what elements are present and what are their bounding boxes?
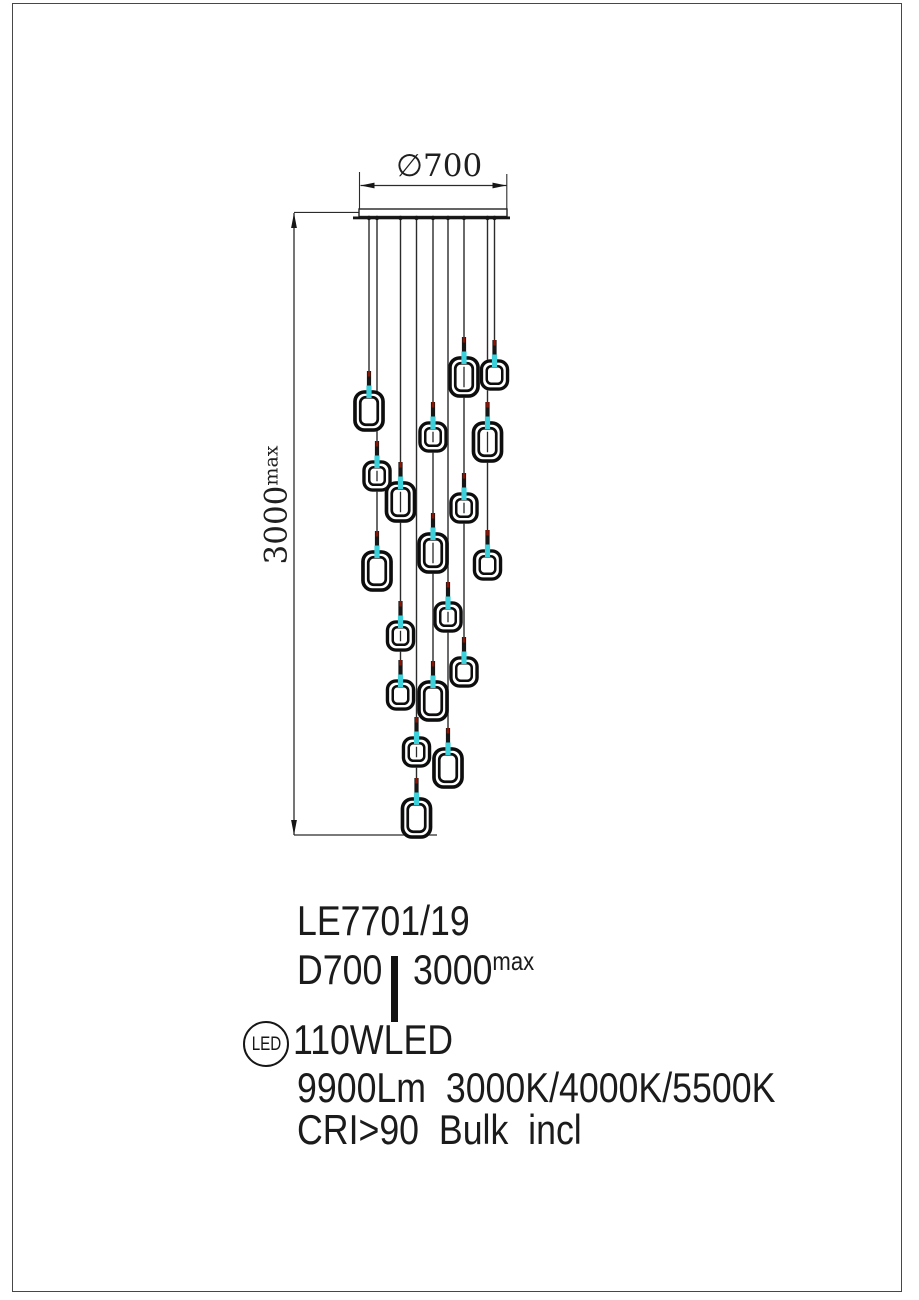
height-spec: 3000max — [413, 946, 535, 993]
height-dimension-text: 3000 — [258, 485, 295, 565]
stem-red-tip — [446, 582, 450, 588]
pendant-cyan-connector — [374, 455, 380, 468]
stem-red-tip — [431, 402, 435, 408]
dimension-arrow-down — [291, 820, 297, 835]
pendant-cyan-connector — [461, 351, 467, 364]
pendant-cyan-connector — [445, 742, 451, 755]
pendant-cyan-connector — [397, 674, 404, 687]
pendant-cyan-connector — [484, 416, 491, 429]
pendant-cyan-connector — [484, 544, 491, 557]
pendant-cyan-connector — [445, 596, 451, 609]
height-dimension-label: 3000max — [258, 445, 295, 565]
canopy-dot — [492, 215, 497, 221]
pendant-inner-ring — [455, 662, 473, 682]
canopy-dot — [414, 215, 419, 221]
pendant-stem — [461, 337, 467, 360]
stem-red-tip — [486, 402, 489, 408]
stem-red-tip — [462, 337, 466, 343]
pendant-stem — [445, 728, 451, 751]
stem-red-tip — [399, 601, 402, 607]
pendant-stem — [374, 531, 380, 554]
pendant-inner-ring — [485, 365, 504, 385]
pendant-cyan-connector — [374, 545, 380, 558]
diameter-dimension-label: ∅700 — [396, 151, 482, 182]
pendant-inner-ring — [422, 685, 444, 717]
canopy-dot — [461, 215, 467, 221]
diameter-spec: D700 — [297, 946, 383, 993]
led-badge-text: LED — [251, 1033, 281, 1055]
pendant-cyan-connector — [413, 731, 420, 744]
dimension-arrow-right — [492, 182, 507, 189]
pendant-cyan-connector — [461, 651, 467, 664]
diameter-dimension-text: ∅700 — [396, 148, 483, 184]
stem-red-tip — [431, 661, 435, 667]
pendant-inner-ring — [391, 685, 410, 705]
pendant-stem — [492, 340, 497, 363]
pendant-cyan-connector — [430, 527, 436, 540]
stem-red-tip — [415, 778, 418, 784]
stem-red-tip — [415, 717, 418, 723]
stem-red-tip — [431, 513, 435, 519]
stem-red-tip — [486, 530, 489, 536]
pendant-stem — [398, 462, 403, 485]
pendant-inner-ring — [406, 802, 427, 834]
power-spec: 110WLED — [293, 1016, 454, 1063]
pendant-cyan-connector — [397, 615, 404, 628]
pendant-stem — [430, 402, 436, 425]
pendant-stem — [398, 601, 403, 624]
canopy-dot — [374, 215, 380, 221]
stem-red-tip — [462, 637, 466, 643]
pendant-cyan-connector — [430, 675, 436, 688]
pendant-cyan-connector — [461, 487, 467, 500]
stem-red-tip — [446, 728, 450, 734]
stem-red-tip — [375, 531, 379, 537]
pendant-cyan-connector — [430, 416, 436, 429]
height-spec-value: 3000 — [413, 946, 493, 993]
pendant-cyan-connector — [366, 385, 372, 398]
pendant-stem — [414, 717, 419, 740]
pendant-inner-ring — [358, 395, 380, 427]
pendant-inner-ring — [366, 555, 388, 587]
pendant-stem — [445, 582, 451, 605]
pendant-stem — [414, 778, 419, 801]
canopy-dot — [398, 215, 403, 221]
stem-red-tip — [367, 371, 371, 377]
dimension-arrow-left — [360, 182, 375, 189]
canopy-dot — [445, 215, 451, 221]
canopy-dot — [430, 215, 436, 221]
lumen-colortemp-spec: 9900Lm 3000K/4000K/5500K — [297, 1064, 776, 1111]
pendant-cyan-connector — [413, 792, 420, 805]
stem-red-tip — [399, 660, 402, 666]
page-border — [12, 3, 902, 1292]
pendant-stem — [430, 661, 436, 684]
pendant-inner-ring — [437, 752, 459, 784]
pendant-stem — [398, 660, 403, 683]
height-dimension-sup: max — [260, 445, 283, 486]
cri-bulb-spec: CRI>90 Bulk incl — [297, 1106, 582, 1153]
canopy-dot — [366, 215, 372, 221]
stem-red-tip — [375, 441, 379, 447]
pendant-cyan-connector — [491, 354, 498, 367]
pendant-stem — [461, 637, 467, 660]
pendant-stem — [461, 473, 467, 496]
model-number: LE7701/19 — [297, 897, 470, 944]
stem-red-tip — [462, 473, 466, 479]
pendant-stem — [374, 441, 380, 464]
spec-divider-bar — [391, 956, 398, 1022]
led-badge: LED — [243, 1021, 289, 1067]
dimension-arrow-up — [291, 213, 297, 228]
pendant-stem — [430, 513, 436, 536]
height-spec-sup: max — [492, 946, 535, 976]
pendant-inner-ring — [478, 555, 497, 575]
stem-red-tip — [399, 462, 402, 468]
pendant-stem — [366, 371, 372, 394]
pendant-stem — [485, 402, 490, 425]
canopy-dot — [485, 215, 490, 221]
pendant-stem — [485, 530, 490, 553]
canopy-body — [358, 208, 508, 218]
pendant-cyan-connector — [397, 476, 404, 489]
stem-red-tip — [493, 340, 496, 346]
